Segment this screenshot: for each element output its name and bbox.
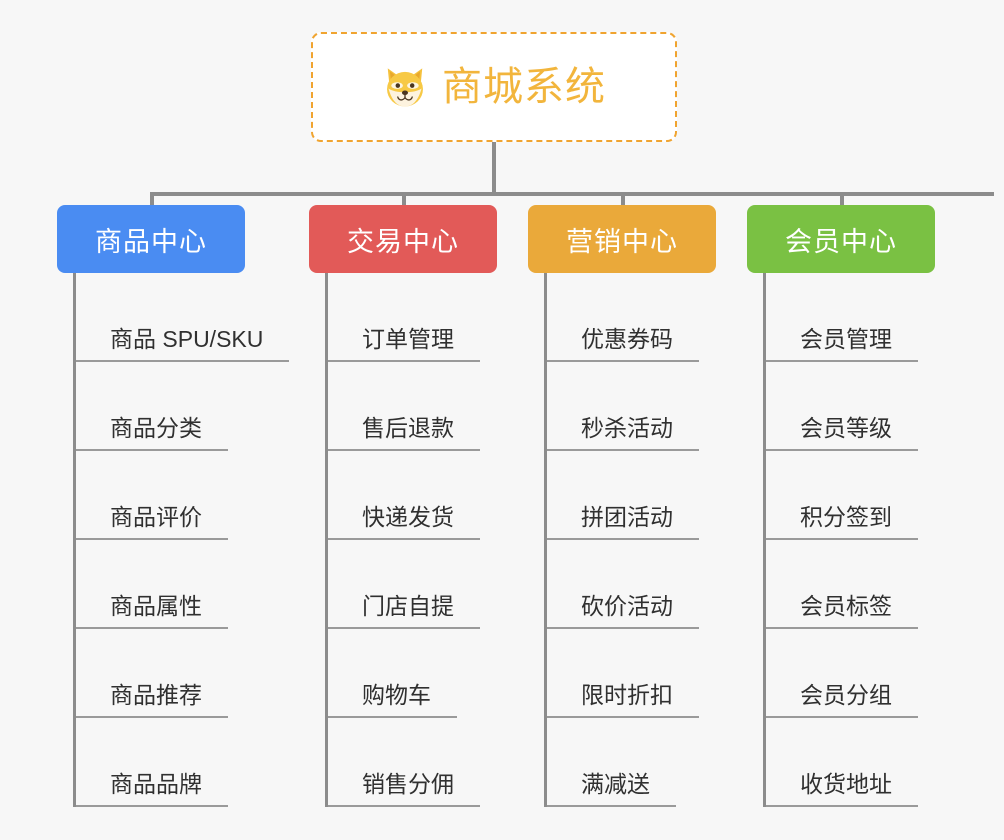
leaf-label: 会员管理 xyxy=(766,328,918,362)
root-label: 商城系统 xyxy=(442,65,606,109)
list-item[interactable]: 会员等级 xyxy=(766,362,935,451)
dog-face-icon xyxy=(382,64,428,110)
list-item[interactable]: 会员标签 xyxy=(766,540,935,629)
list-item[interactable]: 限时折扣 xyxy=(547,629,716,718)
branch-column: 会员中心 会员管理 会员等级 积分签到 会员标签 会员分组 收货地址 xyxy=(747,205,935,807)
category-label: 会员中心 xyxy=(785,226,897,257)
list-item[interactable]: 门店自提 xyxy=(328,540,497,629)
list-item[interactable]: 砍价活动 xyxy=(547,540,716,629)
leaf-label: 快递发货 xyxy=(328,506,480,540)
list-item[interactable]: 商品推荐 xyxy=(76,629,289,718)
connector-drop-3 xyxy=(621,192,625,210)
connector-drop-4 xyxy=(840,192,844,210)
connector-drop-2 xyxy=(402,192,406,210)
leaf-label: 会员标签 xyxy=(766,595,918,629)
leaf-label: 会员等级 xyxy=(766,417,918,451)
list-item[interactable]: 订单管理 xyxy=(328,273,497,362)
list-item[interactable]: 收货地址 xyxy=(766,718,935,807)
category-box[interactable]: 商品中心 xyxy=(57,205,245,273)
list-item[interactable]: 快递发货 xyxy=(328,451,497,540)
list-item[interactable]: 会员分组 xyxy=(766,629,935,718)
branch-column: 交易中心 订单管理 售后退款 快递发货 门店自提 购物车 销售分佣 xyxy=(309,205,497,807)
leaf-label: 拼团活动 xyxy=(547,506,699,540)
leaf-label: 销售分佣 xyxy=(328,773,480,807)
leaf-label: 售后退款 xyxy=(328,417,480,451)
leaf-label: 商品属性 xyxy=(76,595,228,629)
leaf-list: 商品 SPU/SKU 商品分类 商品评价 商品属性 商品推荐 商品品牌 xyxy=(73,273,290,807)
leaf-label: 商品推荐 xyxy=(76,684,228,718)
list-item[interactable]: 拼团活动 xyxy=(547,451,716,540)
leaf-label: 收货地址 xyxy=(766,773,918,807)
leaf-label: 商品分类 xyxy=(76,417,228,451)
list-item[interactable]: 优惠券码 xyxy=(547,273,716,362)
leaf-label: 秒杀活动 xyxy=(547,417,699,451)
branch-column: 营销中心 优惠券码 秒杀活动 拼团活动 砍价活动 限时折扣 满减送 xyxy=(528,205,716,807)
list-item[interactable]: 满减送 xyxy=(547,718,716,807)
list-item[interactable]: 售后退款 xyxy=(328,362,497,451)
connector-horizontal-bus xyxy=(150,192,994,196)
list-item[interactable]: 销售分佣 xyxy=(328,718,497,807)
leaf-label: 满减送 xyxy=(547,773,676,807)
leaf-label: 优惠券码 xyxy=(547,328,699,362)
leaf-label: 砍价活动 xyxy=(547,595,699,629)
leaf-label: 订单管理 xyxy=(328,328,480,362)
list-item[interactable]: 会员管理 xyxy=(766,273,935,362)
list-item[interactable]: 商品分类 xyxy=(76,362,289,451)
leaf-label: 限时折扣 xyxy=(547,684,699,718)
list-item[interactable]: 商品属性 xyxy=(76,540,289,629)
branch-column: 商品中心 商品 SPU/SKU 商品分类 商品评价 商品属性 商品推荐 商品品牌 xyxy=(57,205,290,807)
root-node[interactable]: 商城系统 xyxy=(311,32,677,142)
leaf-label: 商品 SPU/SKU xyxy=(76,328,290,362)
leaf-label: 商品品牌 xyxy=(76,773,228,807)
list-item[interactable]: 商品 SPU/SKU xyxy=(76,273,290,362)
leaf-label: 购物车 xyxy=(328,684,457,718)
leaf-label: 会员分组 xyxy=(766,684,918,718)
connector-root-stem xyxy=(492,142,496,196)
leaf-label: 商品评价 xyxy=(76,506,228,540)
category-label: 交易中心 xyxy=(347,226,459,257)
list-item[interactable]: 商品评价 xyxy=(76,451,289,540)
list-item[interactable]: 秒杀活动 xyxy=(547,362,716,451)
category-box[interactable]: 会员中心 xyxy=(747,205,935,273)
category-label: 商品中心 xyxy=(95,226,207,257)
leaf-list: 优惠券码 秒杀活动 拼团活动 砍价活动 限时折扣 满减送 xyxy=(544,273,716,807)
leaf-label: 积分签到 xyxy=(766,506,918,540)
leaf-list: 会员管理 会员等级 积分签到 会员标签 会员分组 收货地址 xyxy=(763,273,935,807)
category-box[interactable]: 营销中心 xyxy=(528,205,716,273)
connector-drop-1 xyxy=(150,192,154,210)
list-item[interactable]: 购物车 xyxy=(328,629,497,718)
list-item[interactable]: 积分签到 xyxy=(766,451,935,540)
leaf-label: 门店自提 xyxy=(328,595,480,629)
category-label: 营销中心 xyxy=(566,226,678,257)
list-item[interactable]: 商品品牌 xyxy=(76,718,289,807)
leaf-list: 订单管理 售后退款 快递发货 门店自提 购物车 销售分佣 xyxy=(325,273,497,807)
category-box[interactable]: 交易中心 xyxy=(309,205,497,273)
